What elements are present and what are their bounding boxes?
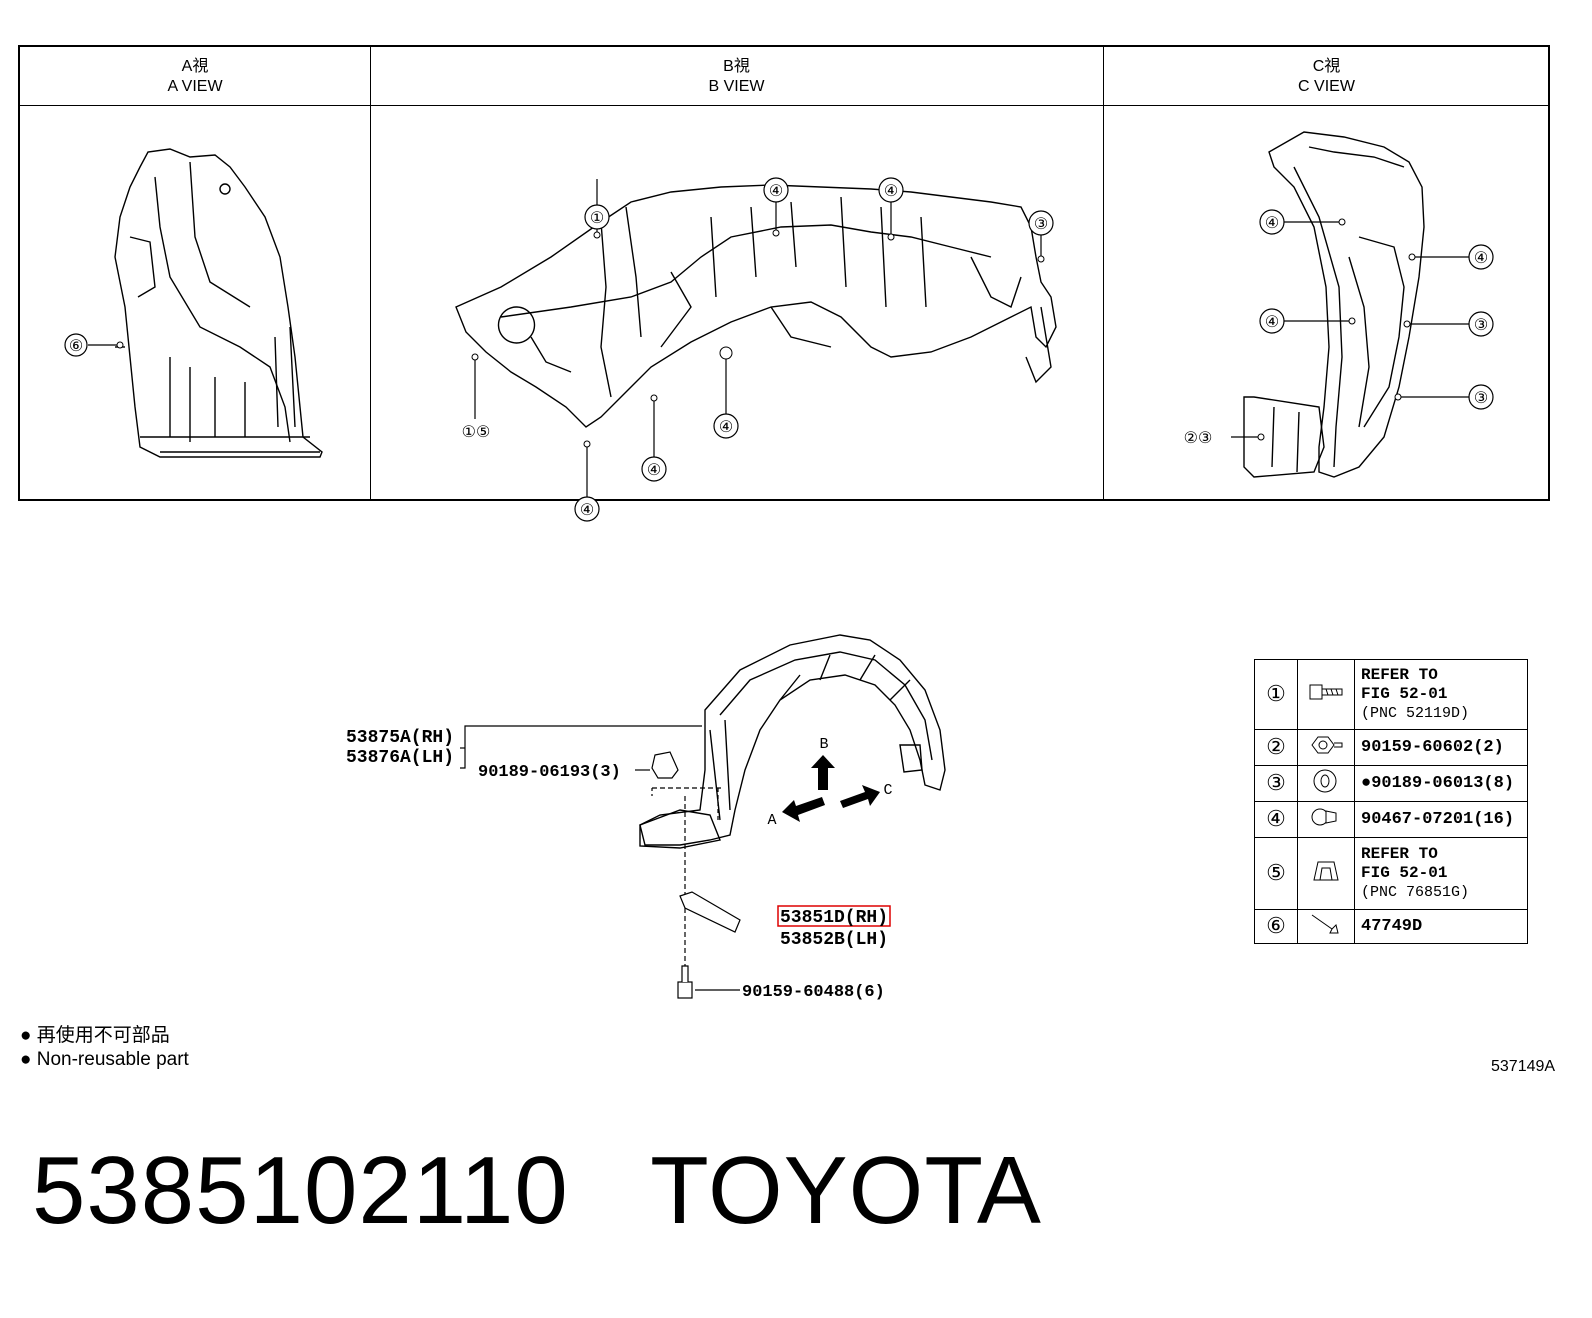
b-view-callout-4: ④ — [763, 177, 789, 203]
seal-rh-label: 53851D(RH) — [780, 908, 888, 928]
legend-desc: ●90189-06013(8) — [1354, 765, 1528, 802]
notes: ● 再使用不可部品 ● Non-reusable part — [20, 1024, 189, 1072]
arrow-b-label: B — [819, 736, 828, 753]
liner-rh-label: 53875A(RH) — [346, 728, 454, 748]
column-divider — [1103, 47, 1104, 499]
svg-text:①: ① — [590, 210, 604, 228]
clip-icon — [1297, 765, 1355, 802]
legend-row: ③ ●90189-06013(8) — [1254, 765, 1528, 802]
c-view-en-label: C VIEW — [1298, 78, 1355, 95]
b-view-callout-4: ④ — [641, 456, 667, 482]
b-view-callout-1: ① — [584, 204, 610, 230]
note-jp: ● 再使用不可部品 — [20, 1025, 170, 1046]
arrow-c-icon — [840, 785, 880, 808]
seal-lh-label: 53852B(LH) — [780, 930, 888, 950]
highlight-box — [777, 905, 891, 927]
svg-text:③: ③ — [1034, 216, 1048, 234]
arrow-a-icon — [782, 797, 825, 822]
c-view-callout-4: ④ — [1259, 209, 1285, 235]
screw-part-icon — [677, 965, 693, 999]
a-view-header: A視 A VIEW — [20, 47, 370, 105]
b-view-header: B視 B VIEW — [370, 47, 1103, 105]
clip-part-icon — [651, 751, 679, 779]
main-assembly-drawing: B A C 53875A(RH) 53876A(LH) 90189-06193(… — [346, 634, 946, 1002]
b-view-drawing: ① ④ ④ ③ ①⑤ ④ ④ ④ — [445, 177, 1057, 522]
c-view-callout-4: ④ — [1259, 308, 1285, 334]
svg-text:④: ④ — [769, 183, 783, 201]
legend-desc: 90467-07201(16) — [1354, 801, 1528, 838]
svg-text:①⑤: ①⑤ — [462, 424, 491, 442]
nut-icon — [1297, 729, 1355, 766]
liner-lh-label: 53876A(LH) — [346, 748, 454, 768]
a-view-drawing: ⑥ — [64, 148, 323, 458]
c-view-callout-2-3: ②③ — [1166, 425, 1228, 449]
b-view-jp-label: B視 — [723, 58, 750, 75]
legend-desc: 90159-60602(2) — [1354, 729, 1528, 766]
screw-part-label: 90159-60488(6) — [742, 983, 885, 1002]
arrow-c-label: C — [883, 782, 892, 799]
legend-num: ④ — [1254, 801, 1298, 838]
legend-row: ② 90159-60602(2) — [1254, 729, 1528, 766]
fastener-icon — [1297, 909, 1355, 944]
header-divider — [20, 105, 1548, 106]
c-view-jp-label: C視 — [1312, 58, 1341, 75]
svg-text:④: ④ — [580, 502, 594, 520]
push-clip-icon — [1297, 801, 1355, 838]
arrow-b-icon — [811, 755, 835, 790]
legend-num: ⑤ — [1254, 837, 1298, 910]
a-view-callout-6: ⑥ — [64, 333, 88, 357]
c-view-callout-3: ③ — [1468, 384, 1494, 410]
svg-text:③: ③ — [1474, 390, 1488, 408]
b-view-callout-3: ③ — [1028, 210, 1054, 236]
views-table: A視 A VIEW B視 B VIEW C視 C VIEW ⑥ — [18, 45, 1550, 522]
c-view-callout-4: ④ — [1468, 244, 1494, 270]
seal-part-icon — [679, 891, 741, 933]
b-view-callout-4: ④ — [574, 496, 600, 522]
legend-desc: 47749D — [1354, 909, 1528, 944]
legend-num: ⑥ — [1254, 909, 1298, 944]
clip-part-label: 90189-06193(3) — [478, 763, 621, 782]
svg-text:④: ④ — [1474, 250, 1488, 268]
c-view-header: C視 C VIEW — [1103, 47, 1550, 105]
column-divider — [370, 47, 371, 499]
legend-num: ③ — [1254, 765, 1298, 802]
arrow-a-label: A — [767, 812, 776, 829]
svg-text:④: ④ — [1265, 215, 1279, 233]
c-view-callout-3: ③ — [1468, 311, 1494, 337]
legend-row: ④ 90467-07201(16) — [1254, 801, 1528, 838]
page-title: 5385102110 TOYOTA — [32, 1137, 1042, 1244]
b-view-callout-1-5: ①⑤ — [445, 419, 507, 443]
b-view-callout-4: ④ — [878, 177, 904, 203]
note-en: ● Non-reusable part — [20, 1049, 189, 1070]
legend-num: ① — [1254, 659, 1298, 730]
b-view-callout-4: ④ — [713, 413, 739, 439]
legend-num: ② — [1254, 729, 1298, 766]
svg-text:②③: ②③ — [1184, 430, 1213, 448]
retainer-icon — [1297, 837, 1355, 910]
svg-text:⑥: ⑥ — [69, 338, 83, 356]
svg-text:④: ④ — [884, 183, 898, 201]
c-view-drawing: ④ ④ ④ ③ ③ ②③ — [1166, 131, 1494, 478]
svg-text:④: ④ — [719, 419, 733, 437]
b-view-en-label: B VIEW — [708, 78, 765, 95]
a-view-en-label: A VIEW — [167, 78, 223, 95]
svg-text:④: ④ — [1265, 314, 1279, 332]
a-view-jp-label: A視 — [181, 58, 209, 75]
svg-text:③: ③ — [1474, 317, 1488, 335]
legend-row: ⑥ 47749D — [1254, 909, 1528, 944]
svg-text:④: ④ — [647, 462, 661, 480]
bolt-icon — [1297, 659, 1355, 730]
diagram-code: 537149A — [1491, 1058, 1556, 1075]
